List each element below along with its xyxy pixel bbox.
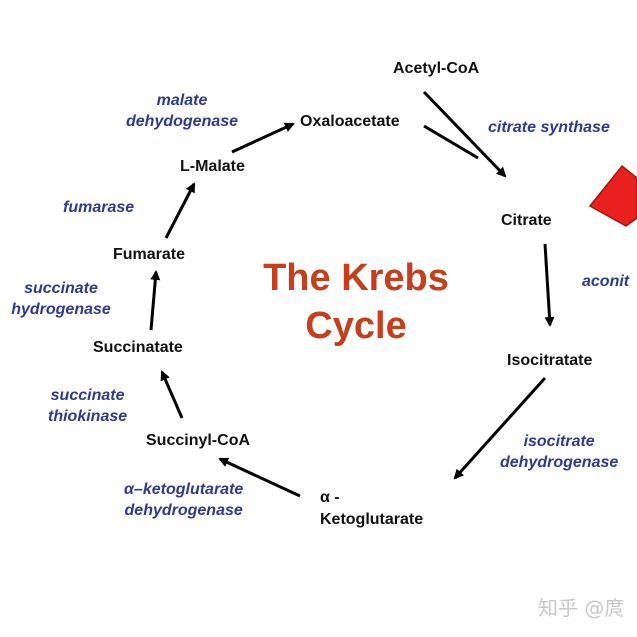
- enzyme-malate-dehydrogenase: malate dehydogenase: [126, 90, 238, 132]
- arrow-acetylcoa-to-citrate: [422, 90, 507, 178]
- metabolite-acetyl-coa: Acetyl-CoA: [393, 60, 480, 77]
- metabolite-succinyl-coa: Succinyl-CoA: [146, 432, 251, 449]
- arrow-isocitratate-to-ketoglutarate: [453, 376, 547, 480]
- akg-dh-line-1: α–ketoglutarate: [124, 481, 244, 498]
- arrow-succinatate-to-fumarate: [149, 270, 161, 331]
- metabolite-citrate: Citrate: [501, 212, 552, 229]
- isocitrate-dh-line-2: dehydrogenase: [500, 454, 619, 471]
- enzyme-succinate-dehydrogenase: succinate hydrogenase: [0, 278, 122, 320]
- enzyme-alpha-ketoglutarate-dehydrogenase: α–ketoglutarate dehydrogenase: [124, 479, 243, 521]
- arrow-oxaloacetate-to-citrate: [423, 124, 479, 160]
- arrow-fumarate-to-lmalate: [164, 182, 196, 239]
- metabolite-oxaloacetate: Oxaloacetate: [300, 113, 400, 130]
- title-line-2: Cycle: [305, 305, 407, 347]
- succinate-dh-line-2: hydrogenase: [11, 301, 111, 318]
- alpha-ketoglutarate-line-1: α -: [320, 489, 340, 506]
- enzyme-citrate-synthase: citrate synthase: [488, 119, 610, 136]
- arrow-succinylcoa-to-succinatate: [160, 370, 184, 419]
- isocitrate-dh-line-1: isocitrate: [523, 433, 595, 450]
- diagram-title: The Krebs Cycle: [245, 254, 467, 350]
- metabolite-isocitratate: Isocitratate: [507, 352, 593, 369]
- malate-dh-line-2: dehydogenase: [126, 113, 239, 130]
- metabolite-alpha-ketoglutarate: α - Ketoglutarate: [320, 488, 423, 530]
- akg-dh-line-2: dehydrogenase: [124, 502, 243, 519]
- red-pointer-arrow: [588, 164, 637, 227]
- enzyme-isocitrate-dehydrogenase: isocitrate dehydrogenase: [500, 431, 618, 473]
- metabolite-succinatate: Succinatate: [93, 339, 183, 356]
- enzyme-aconitase: aconit: [582, 273, 630, 290]
- title-line-1: The Krebs: [263, 257, 449, 299]
- watermark: 知乎 @庹: [538, 596, 625, 620]
- enzyme-fumarase: fumarase: [63, 199, 135, 216]
- malate-dh-line-1: malate: [156, 92, 208, 109]
- alpha-ketoglutarate-line-2: Ketoglutarate: [320, 511, 424, 528]
- arrow-lmalate-to-oxaloacetate: [231, 122, 295, 154]
- enzyme-succinate-thiokinase: succinate thiokinase: [48, 385, 127, 427]
- succinate-thiokinase-line-2: thiokinase: [48, 408, 128, 425]
- arrow-citrate-to-isocitratate: [543, 243, 555, 327]
- metabolite-fumarate: Fumarate: [113, 246, 186, 263]
- succinate-dh-line-1: succinate: [24, 280, 98, 297]
- succinate-thiokinase-line-1: succinate: [50, 387, 125, 404]
- metabolite-l-malate: L-Malate: [180, 158, 245, 175]
- arrow-ketoglutarate-to-succinylcoa: [218, 457, 301, 498]
